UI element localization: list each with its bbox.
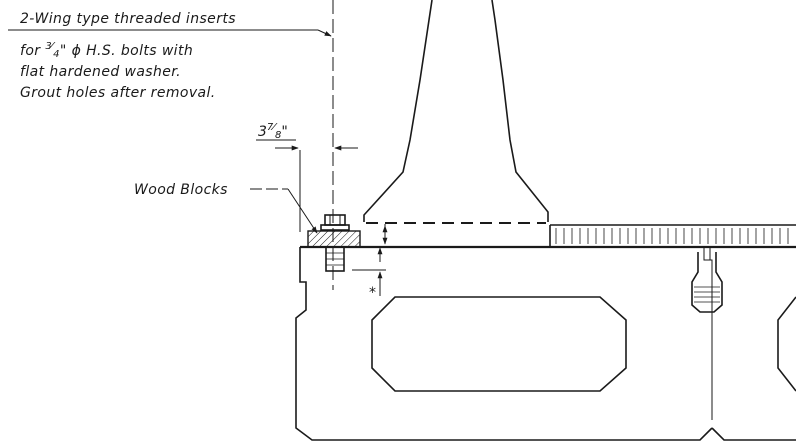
insert-callout-title: 2-Wing type threaded inserts xyxy=(20,11,236,27)
insert-callout-line3: Grout holes after removal. xyxy=(20,85,216,101)
void-right xyxy=(777,296,796,392)
offset-dimension xyxy=(256,139,358,232)
shear-key xyxy=(691,252,723,313)
deck-slab xyxy=(300,224,796,249)
bolt-assembly xyxy=(320,214,350,272)
offset-dimension-label: 37⁄8" xyxy=(258,122,288,141)
vertical-dimensions xyxy=(352,224,388,296)
rail-hatching xyxy=(555,228,789,244)
wood-blocks-leader xyxy=(250,188,318,234)
wood-blocks xyxy=(307,230,361,248)
asterisk-note: * xyxy=(369,285,376,301)
barrier-profile xyxy=(363,0,549,224)
insert-callout-line1: for 3⁄4" ϕ H.S. bolts with xyxy=(20,41,193,60)
void-left xyxy=(371,296,627,392)
insert-callout-line2: flat hardened washer. xyxy=(20,64,181,80)
insert-callout-leader xyxy=(8,29,332,37)
box-beam-section xyxy=(295,247,796,441)
wood-blocks-label: Wood Blocks xyxy=(134,182,228,198)
